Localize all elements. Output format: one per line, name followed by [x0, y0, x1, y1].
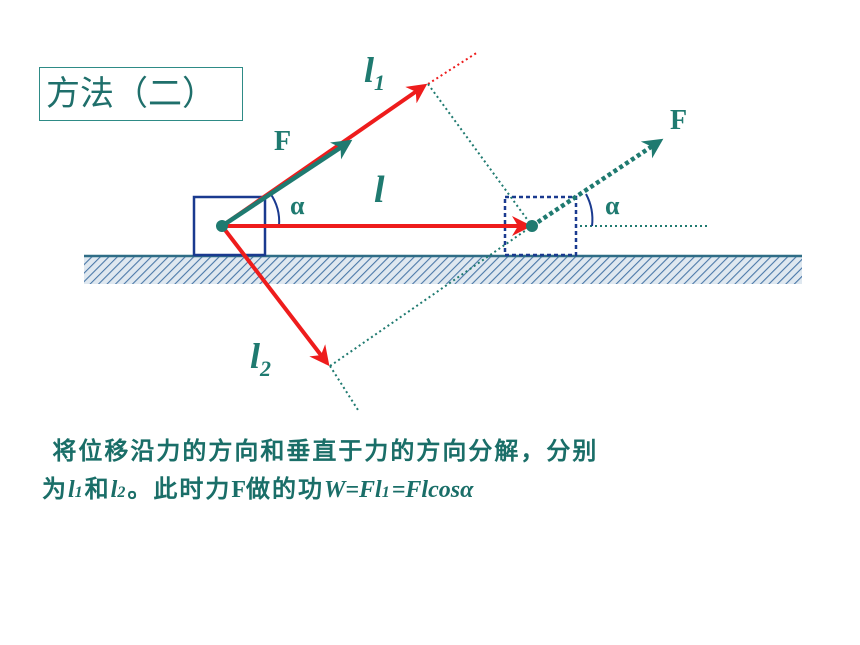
label-alpha-right: α — [605, 191, 620, 220]
caption-line-1: 将位移沿力的方向和垂直于力的方向分解，分别 — [52, 437, 599, 465]
end-point — [526, 220, 538, 232]
caption-line-2: 为l1和l2。此时力F做的功W=Fl1=Flcosα — [42, 475, 474, 503]
block-end — [503, 195, 578, 257]
start-point — [216, 220, 228, 232]
label-alpha-left: α — [290, 191, 305, 220]
angle-arc-left — [269, 192, 281, 227]
ground-surface — [84, 256, 802, 284]
label-F-left: F — [274, 126, 291, 157]
label-F-right: F — [670, 105, 687, 136]
construction-line-parallel — [329, 225, 533, 367]
force-arrow-start — [220, 139, 353, 228]
method-title: 方法（二） — [39, 67, 243, 121]
construction-line-perp-bottom — [329, 365, 359, 411]
construction-line-perp-top — [427, 83, 533, 227]
label-l1: l1 — [364, 50, 385, 95]
displacement-l2-arrow — [220, 224, 330, 367]
force-arrow-end — [530, 138, 664, 228]
label-l2: l2 — [250, 336, 271, 381]
explanation-caption: 将位移沿力的方向和垂直于力的方向分解，分别 为l1和l2。此时力F做的功W=Fl… — [42, 432, 822, 512]
label-l: l — [374, 169, 385, 211]
construction-line-extension — [427, 51, 479, 85]
angle-arc-right — [585, 193, 594, 227]
